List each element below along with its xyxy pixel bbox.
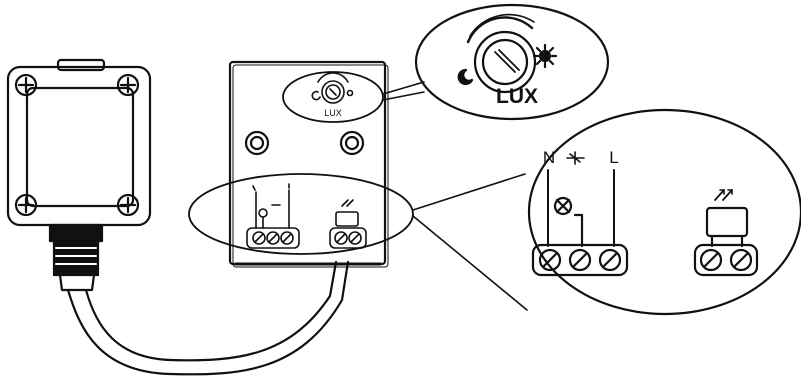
terminal-label-l: L bbox=[609, 148, 618, 167]
highlight-terminals bbox=[188, 173, 414, 255]
junction-box-screw-top-right bbox=[116, 73, 140, 97]
terminal-block-small-sensor bbox=[329, 199, 367, 249]
terminal-block-small-main bbox=[246, 183, 300, 249]
junction-box-screw-top-left bbox=[14, 73, 38, 97]
switch-icon bbox=[566, 151, 585, 165]
connection-cable bbox=[66, 260, 350, 376]
lux-callout: LUX bbox=[382, 3, 610, 121]
mounting-hole-left bbox=[244, 130, 270, 156]
moon-icon-small bbox=[311, 90, 321, 101]
junction-box-screw-bottom-left bbox=[14, 193, 38, 217]
sensor-housing: LUX bbox=[188, 60, 414, 268]
terminal-label-n: N bbox=[543, 148, 555, 167]
terminal-block-sensor bbox=[693, 243, 759, 277]
lux-dial-small bbox=[311, 72, 354, 104]
lux-dial-large bbox=[466, 13, 537, 94]
moon-icon bbox=[457, 68, 474, 86]
wiring-callout: N L bbox=[412, 108, 801, 316]
terminal-block-main bbox=[531, 243, 629, 277]
junction-box bbox=[6, 58, 152, 227]
lux-label-small: LUX bbox=[324, 108, 342, 118]
cable-gland bbox=[48, 223, 104, 292]
lux-label: LUX bbox=[496, 85, 538, 108]
light-sensor-icon bbox=[705, 189, 749, 248]
sun-icon-small bbox=[346, 89, 354, 97]
lamp-icon bbox=[553, 196, 573, 216]
junction-box-screw-bottom-right bbox=[116, 193, 140, 217]
sun-icon bbox=[532, 43, 558, 69]
mounting-hole-right bbox=[339, 130, 365, 156]
highlight-lux-dial bbox=[282, 71, 384, 123]
